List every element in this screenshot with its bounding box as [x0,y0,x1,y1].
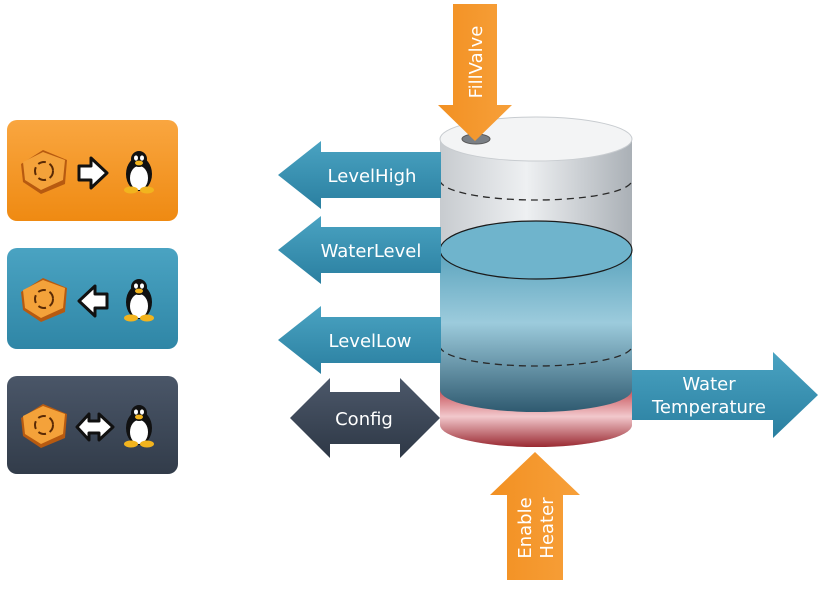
enable-heater-label-line1: Enable [515,497,536,558]
arrow-left-icon [77,284,109,318]
legend-card-from-linux [7,248,178,349]
config-arrow: Config [290,378,440,458]
tank [439,116,633,447]
enable-heater-arrow: Enable Heater [490,452,580,580]
enable-heater-label-line2: Heater [537,497,558,559]
legend-card-to-linux [7,120,178,221]
labview-icon [21,278,67,322]
fill-valve-label: FillValve [466,26,487,99]
tux-icon [124,151,154,194]
tux-icon [124,279,154,322]
low-level-marker [439,345,633,367]
tux-icon [124,405,154,448]
water-temperature-label-line2: Temperature [651,397,766,418]
level-low-label: LevelLow [329,331,412,352]
labview-icon [21,150,67,194]
fill-valve-arrow: FillValve [438,4,512,141]
water-surface [439,220,633,280]
water-body [440,250,632,412]
water-level-arrow: WaterLevel [278,216,441,284]
labview-icon [21,404,67,448]
arrow-right-icon [77,156,109,190]
level-high-label: LevelHigh [328,166,417,187]
level-high-arrow: LevelHigh [278,141,441,209]
config-label: Config [335,409,393,430]
water-temperature-arrow: Water Temperature [632,352,818,438]
legend-card-bidirectional [7,376,178,474]
water-temperature-label-line1: Water [682,374,736,395]
arrow-both-icon [75,412,115,442]
level-low-arrow: LevelLow [278,306,441,374]
high-level-marker [439,179,633,201]
water-level-label: WaterLevel [321,241,422,262]
